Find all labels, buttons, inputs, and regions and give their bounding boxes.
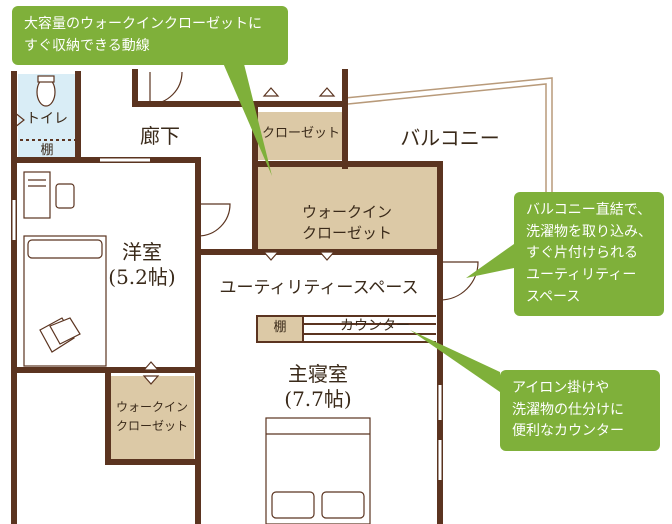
master-bed: [265, 417, 371, 524]
corridor-label: 廊下: [140, 124, 180, 148]
toilet-fixture: [13, 75, 56, 129]
utility-shelf-label: 棚: [273, 320, 287, 335]
closet-top-fill: [257, 112, 345, 160]
callout-walkin: 大容量のウォークインクローゼットに すぐ収納できる動線: [12, 6, 288, 66]
western-room-label: 洋室 (5.2帖): [108, 240, 176, 289]
utility-inner-lines: [20, 139, 436, 343]
callout-counter: アイロン掛けや 洗濯物の仕分けに 便利なカウンター: [500, 370, 660, 452]
walkin-main-fill: [257, 166, 437, 250]
window-lines: [100, 157, 443, 480]
shelf-utility-fill: [257, 316, 303, 342]
balcony-label: バルコニー: [400, 126, 500, 150]
utility-label: ユーティリティースペース: [219, 278, 419, 298]
western-room-furniture: [23, 171, 107, 367]
window-marks: [12, 158, 442, 480]
closet-top-label: クローゼット: [261, 126, 340, 141]
callout-balcony: バルコニー直結で、 洗濯物を取り込み、 すぐ片付けられる ユーティリティー スペ…: [514, 192, 664, 317]
door-swings: [149, 71, 479, 301]
master-bedroom-label: 主寝室 (7.7帖): [284, 362, 352, 411]
counter-label: カウンター: [340, 318, 410, 334]
walkin-main-label: ウォークイン クローゼット: [301, 203, 392, 242]
toilet-shelf-label: 棚: [40, 143, 54, 158]
door-markers: [142, 87, 336, 385]
walkin-small-label: ウォークイン クローゼット: [115, 400, 188, 434]
callout-pointers: [220, 56, 514, 392]
walkin-small-fill: [110, 376, 194, 460]
toilet-label: トイレ: [26, 111, 68, 127]
